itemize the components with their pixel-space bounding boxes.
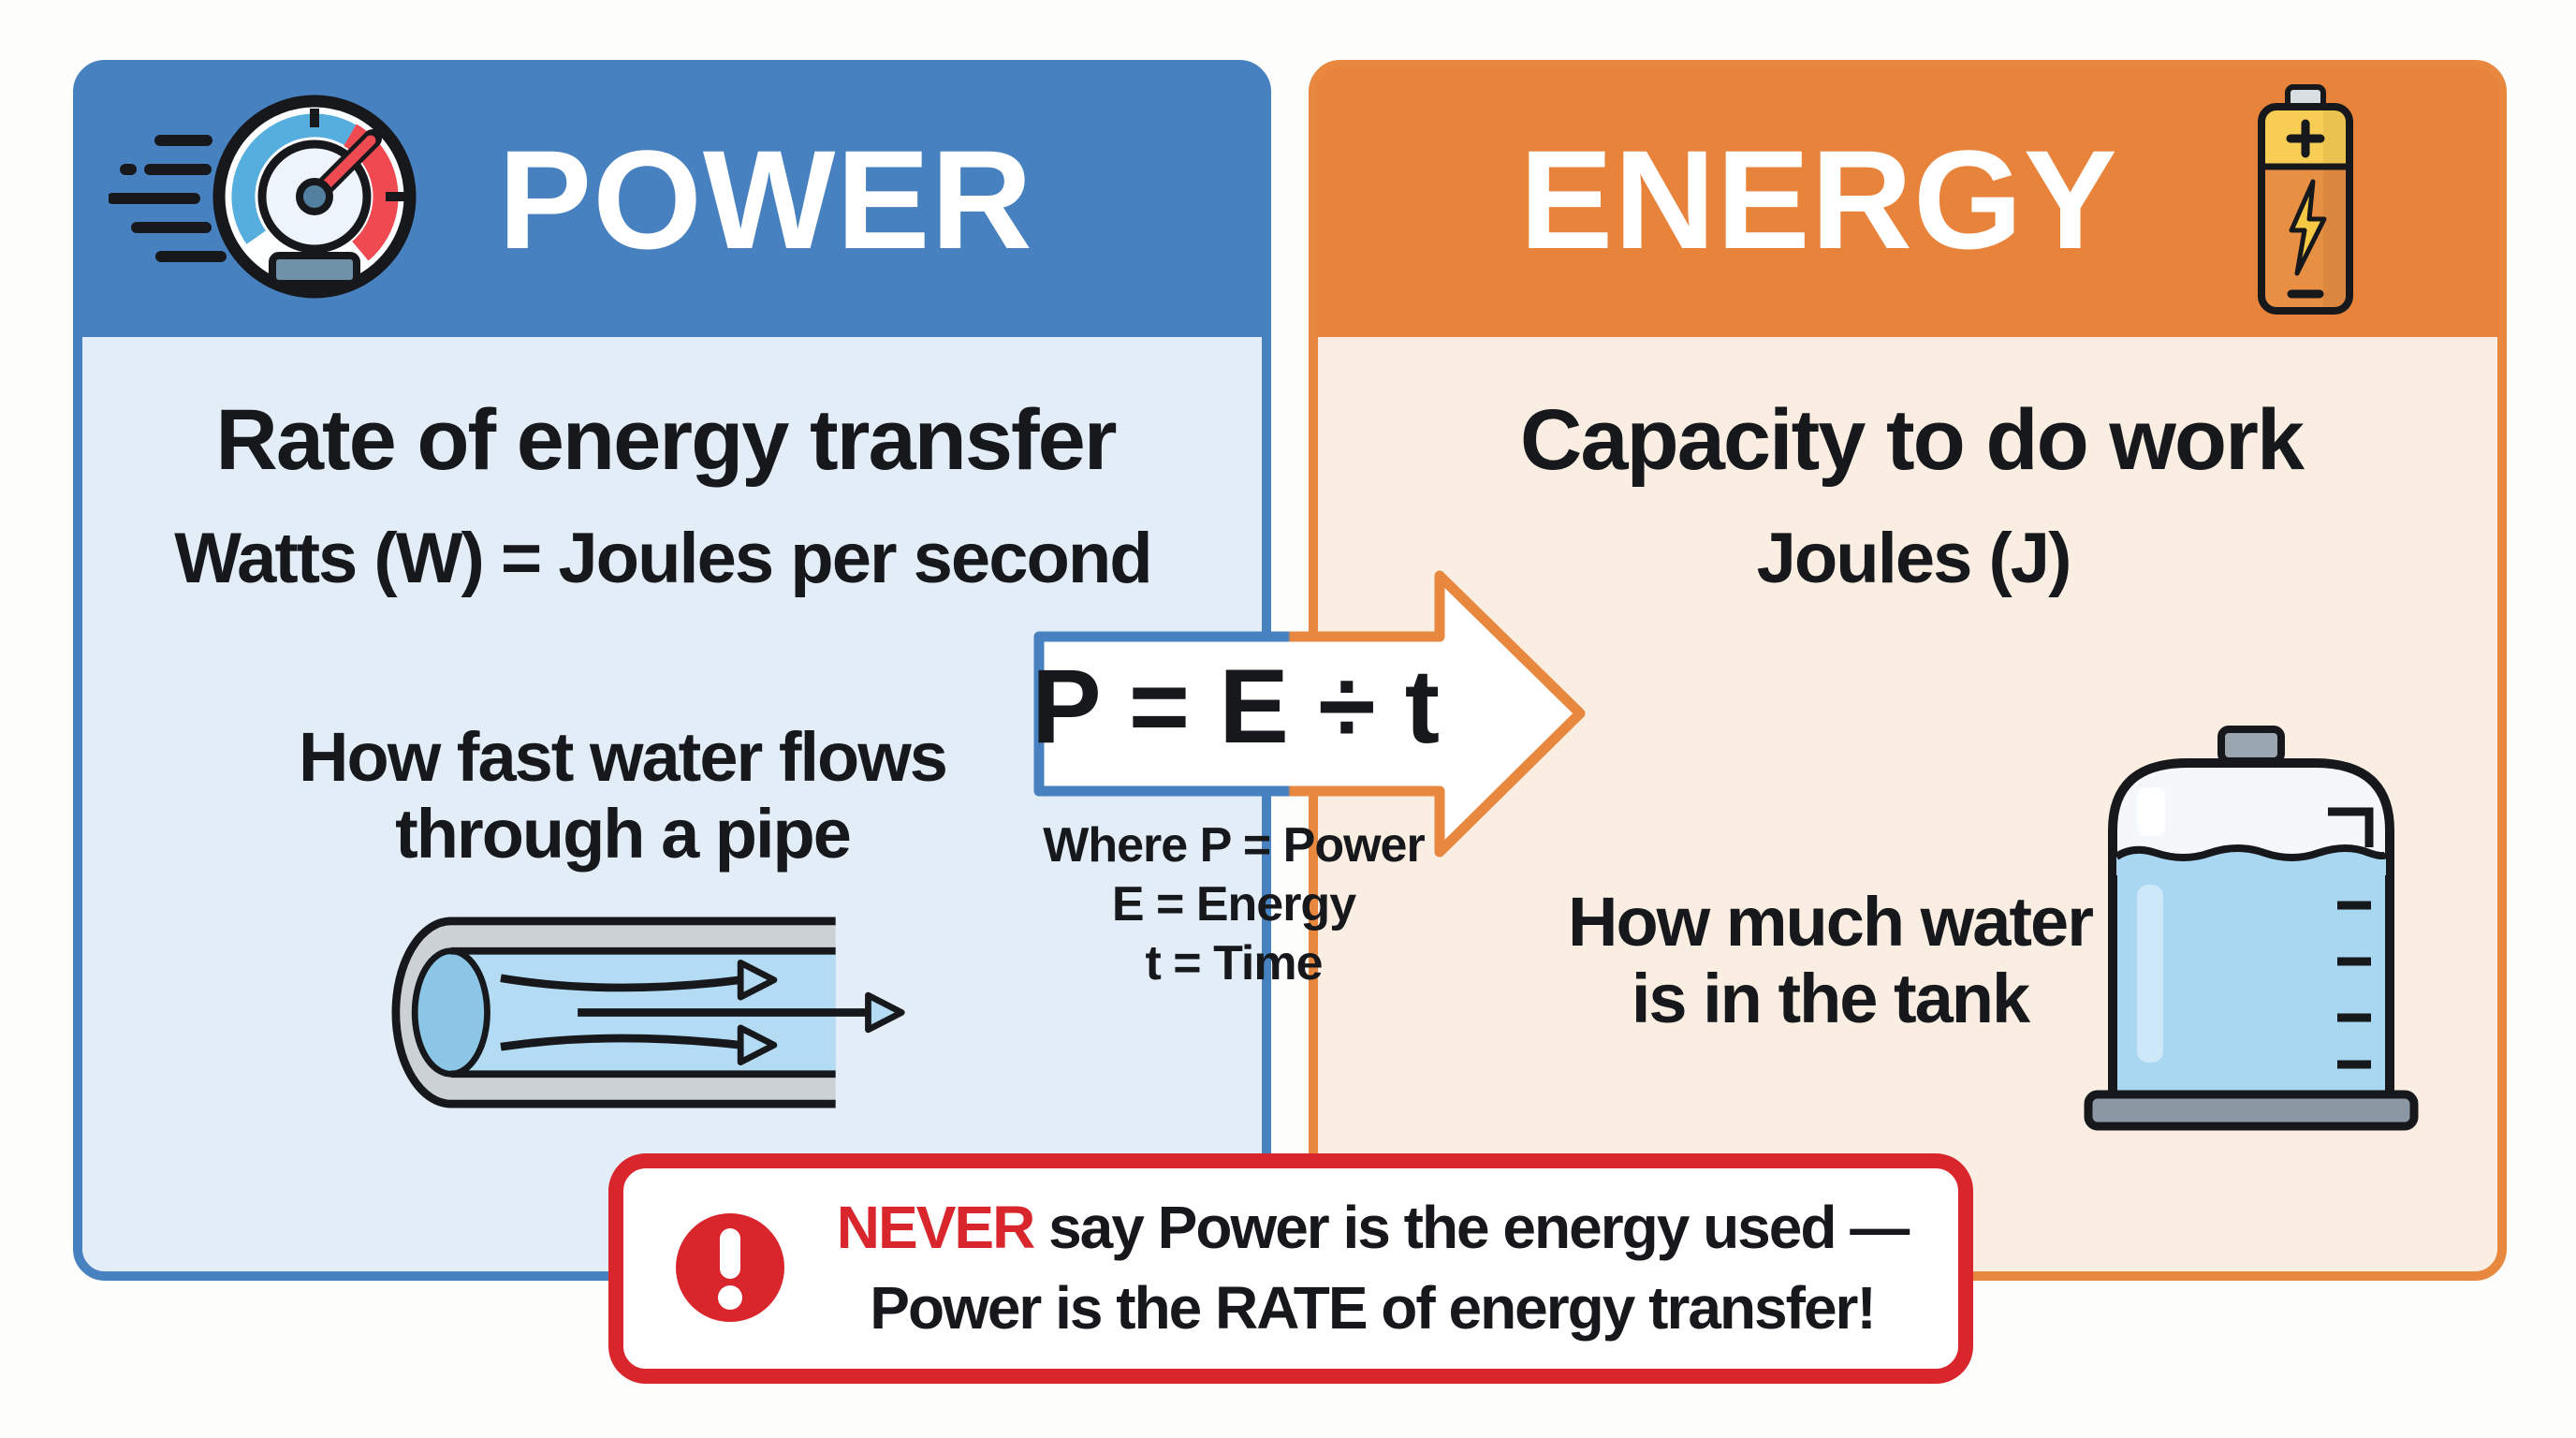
formula-legend-line1: Where P = Power [1043,818,1425,873]
exclamation-icon [676,1213,784,1322]
warning-line1-rest: say Power is the energy used — [1033,1194,1910,1261]
battery-icon [2258,84,2353,315]
power-card-header: POWER [80,67,1264,337]
warning-emphasis: NEVER [836,1194,1035,1261]
energy-definition: Capacity to do work [1519,392,2305,488]
energy-analogy-line1: How much water [1568,883,2094,961]
formula-equation: P = E ÷ t [1031,648,1441,765]
water-pipe-icon [391,917,905,1108]
power-unit-line: Watts (W) = Joules per second [174,519,1152,598]
energy-title: ENERGY [1519,121,2118,278]
power-definition: Rate of energy transfer [215,392,1117,488]
energy-card: ENERGY Capacity to do work Joules (J) H [1309,60,2507,1281]
formula-legend: Where P = Power E = Energy t = Time [953,816,1515,993]
energy-card-header: ENERGY [1316,67,2499,337]
warning-line1: NEVER say Power is the energy used — [801,1187,1943,1268]
power-analogy: How fast water flows through a pipe [248,719,997,873]
warning-text: NEVER say Power is the energy used — Pow… [801,1187,1943,1348]
speedometer-icon [109,95,417,299]
formula-legend-line2: E = Energy [1111,877,1356,932]
power-title: POWER [498,121,1033,278]
formula-legend-line3: t = Time [1145,936,1323,990]
energy-analogy-line2: is in the tank [1631,960,2030,1037]
formula-arrow [1033,570,1586,858]
warning-banner: NEVER say Power is the energy used — Pow… [608,1153,1973,1384]
energy-analogy: How much water is in the tank [1456,884,2204,1037]
energy-unit-line: Joules (J) [1756,519,2072,598]
power-analogy-line2: through a pipe [395,795,852,873]
water-tank-icon [2084,726,2419,1131]
warning-line2: Power is the RATE of energy transfer! [870,1274,1877,1342]
power-analogy-line1: How fast water flows [299,718,948,796]
